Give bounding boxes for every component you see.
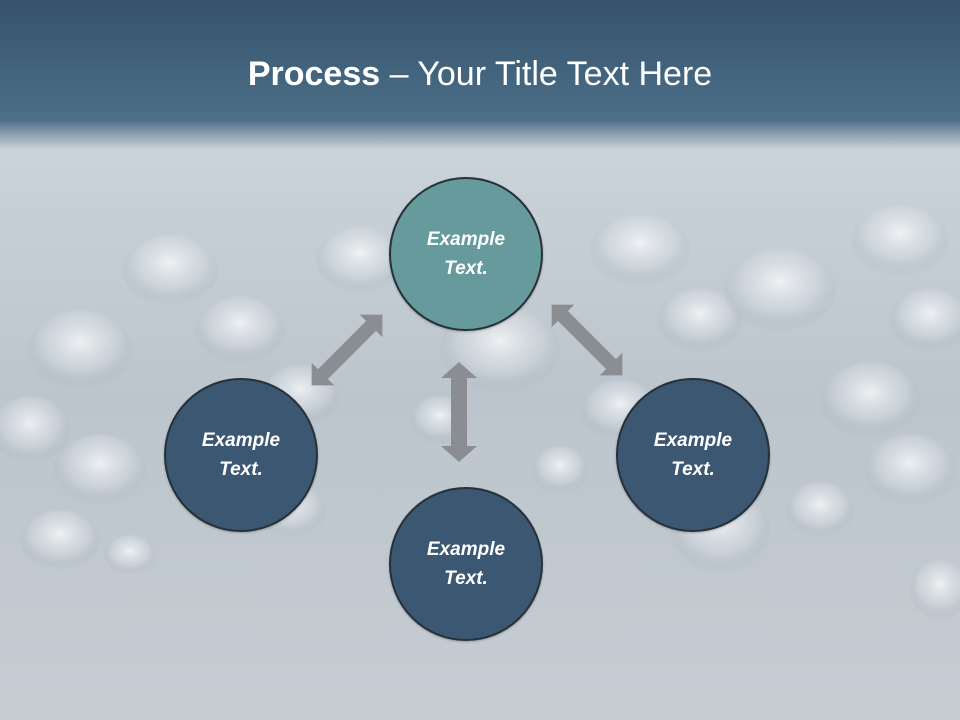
title-bold: Process [247, 55, 381, 93]
node-top-label: Example Text. [426, 229, 506, 279]
node-right: Example Text. [616, 378, 770, 532]
node-left-label: Example Text. [201, 430, 281, 480]
page-title: Process – Your Title Text Here [0, 52, 960, 96]
node-bottom-label: Example Text. [426, 539, 506, 589]
title-bar [0, 0, 960, 150]
node-bottom: Example Text. [389, 487, 543, 641]
node-left: Example Text. [164, 378, 318, 532]
title-rest: – Your Title Text Here [380, 55, 713, 93]
node-right-label: Example Text. [653, 430, 733, 480]
node-top: Example Text. [389, 177, 543, 331]
